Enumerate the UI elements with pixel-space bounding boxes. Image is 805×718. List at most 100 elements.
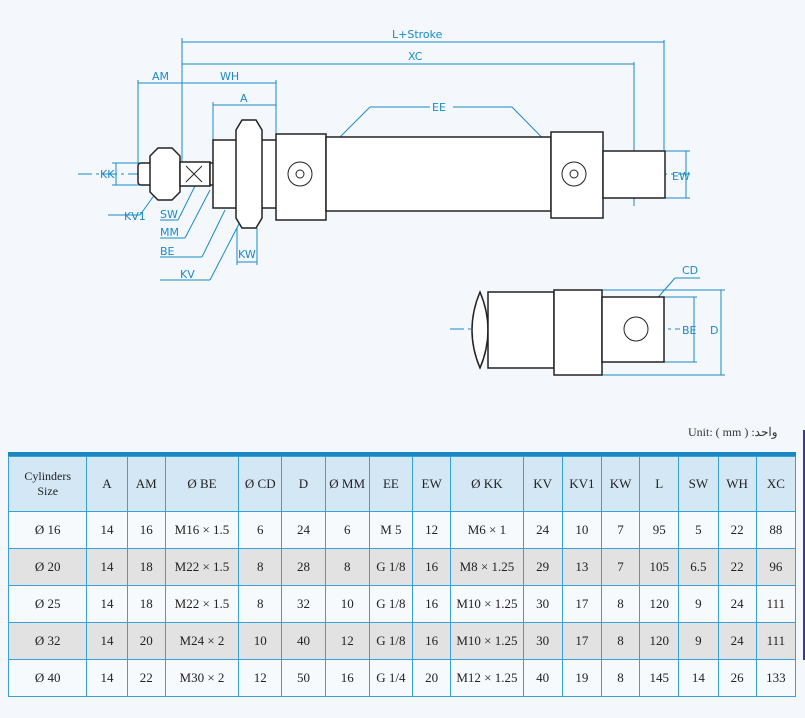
table-cell: 10 bbox=[561, 511, 602, 549]
table-cell: 16 bbox=[412, 548, 452, 586]
column-header: KV bbox=[522, 456, 563, 512]
table-cell: 10 bbox=[324, 585, 370, 623]
table-cell: 111 bbox=[755, 585, 797, 623]
label-kv: KV bbox=[180, 268, 195, 281]
table-cell: G 1/8 bbox=[368, 548, 414, 586]
label-kw: KW bbox=[238, 248, 256, 261]
table-cell: M10 × 1.25 bbox=[450, 585, 524, 623]
column-header: EW bbox=[412, 456, 452, 512]
table-cell: 16 bbox=[324, 659, 370, 697]
table-cell: 16 bbox=[126, 511, 166, 549]
table-cell: 16 bbox=[412, 622, 452, 660]
table-cell: 8 bbox=[600, 585, 641, 623]
table-cell: 30 bbox=[522, 622, 563, 660]
table-cell: 40 bbox=[522, 659, 563, 697]
table-cell: M30 × 2 bbox=[164, 659, 240, 697]
table-cell: Ø 40 bbox=[7, 659, 88, 697]
table-cell: 20 bbox=[126, 622, 166, 660]
table-cell: 19 bbox=[561, 659, 602, 697]
unit-label: Unit: ( mm ) :واحد bbox=[688, 425, 778, 439]
table-cell: 8 bbox=[324, 548, 370, 586]
table-cell: 8 bbox=[238, 585, 283, 623]
table-cell: M 5 bbox=[368, 511, 414, 549]
label-kk: KK bbox=[100, 168, 115, 181]
table-cell: Ø 32 bbox=[7, 622, 88, 660]
table-cell: 120 bbox=[639, 622, 680, 660]
table-cell: M22 × 1.5 bbox=[164, 585, 240, 623]
column-header: SW bbox=[678, 456, 719, 512]
column-header: Ø MM bbox=[324, 456, 370, 512]
table-cell: 50 bbox=[281, 659, 326, 697]
page-edge-bar bbox=[803, 430, 805, 660]
table-cell: 17 bbox=[561, 585, 602, 623]
table-cell: 22 bbox=[126, 659, 166, 697]
column-header: Ø CD bbox=[238, 456, 283, 512]
table-cell: M10 × 1.25 bbox=[450, 622, 524, 660]
table-cell: 7 bbox=[600, 511, 641, 549]
table-cell: M16 × 1.5 bbox=[164, 511, 240, 549]
column-header: A bbox=[86, 456, 128, 512]
table-cell: 6.5 bbox=[678, 548, 719, 586]
label-sw: SW bbox=[160, 208, 178, 221]
label-ee: EE bbox=[432, 101, 446, 114]
column-header: Ø BE bbox=[164, 456, 240, 512]
table-cell: 32 bbox=[281, 585, 326, 623]
table-cell: 14 bbox=[86, 585, 128, 623]
table-cell: Ø 20 bbox=[7, 548, 88, 586]
column-header: Cylinders Size bbox=[7, 456, 88, 512]
table-cell: G 1/8 bbox=[368, 585, 414, 623]
table-cell: 20 bbox=[412, 659, 452, 697]
table-cell: 12 bbox=[324, 622, 370, 660]
table-cell: 17 bbox=[561, 622, 602, 660]
table-cell: G 1/8 bbox=[368, 622, 414, 660]
column-header: XC bbox=[755, 456, 797, 512]
table-cell: M22 × 1.5 bbox=[164, 548, 240, 586]
table-cell: 18 bbox=[126, 548, 166, 586]
table-cell: 13 bbox=[561, 548, 602, 586]
table-cell: 95 bbox=[639, 511, 680, 549]
table-cell: 8 bbox=[600, 659, 641, 697]
column-header: AM bbox=[126, 456, 166, 512]
table-cell: 30 bbox=[522, 585, 563, 623]
table-cell: 28 bbox=[281, 548, 326, 586]
table-cell: Ø 25 bbox=[7, 585, 88, 623]
table-cell: 22 bbox=[717, 511, 757, 549]
table-cell: 133 bbox=[755, 659, 797, 697]
table-cell: 8 bbox=[238, 548, 283, 586]
label-xc: XC bbox=[408, 50, 423, 63]
cylinder-drawing: L+Stroke XC AM WH A EE KK KV1 SW MM BE K… bbox=[78, 28, 725, 376]
table-cell: 12 bbox=[238, 659, 283, 697]
label-am: AM bbox=[152, 70, 169, 83]
table-cell: 24 bbox=[522, 511, 563, 549]
table-cell: 96 bbox=[755, 548, 797, 586]
column-header: Ø KK bbox=[450, 456, 524, 512]
table-cell: G 1/4 bbox=[368, 659, 414, 697]
table-cell: 14 bbox=[678, 659, 719, 697]
table-cell: M12 × 1.25 bbox=[450, 659, 524, 697]
table-cell: 12 bbox=[412, 511, 452, 549]
table-cell: 111 bbox=[755, 622, 797, 660]
table-cell: 22 bbox=[717, 548, 757, 586]
table-cell: Ø 16 bbox=[7, 511, 88, 549]
table-cell: 5 bbox=[678, 511, 719, 549]
table-cell: 9 bbox=[678, 622, 719, 660]
table-cell: 26 bbox=[717, 659, 757, 697]
table-cell: 24 bbox=[281, 511, 326, 549]
column-header: L bbox=[639, 456, 680, 512]
label-d: D bbox=[710, 324, 718, 337]
table-cell: 24 bbox=[717, 622, 757, 660]
table-cell: M24 × 2 bbox=[164, 622, 240, 660]
table-cell: 40 bbox=[281, 622, 326, 660]
table-cell: 145 bbox=[639, 659, 680, 697]
label-mm: MM bbox=[160, 226, 179, 239]
table-cell: 8 bbox=[600, 622, 641, 660]
table-cell: 105 bbox=[639, 548, 680, 586]
label-ew: EW bbox=[672, 170, 690, 183]
table-cell: 6 bbox=[238, 511, 283, 549]
column-header: D bbox=[281, 456, 326, 512]
